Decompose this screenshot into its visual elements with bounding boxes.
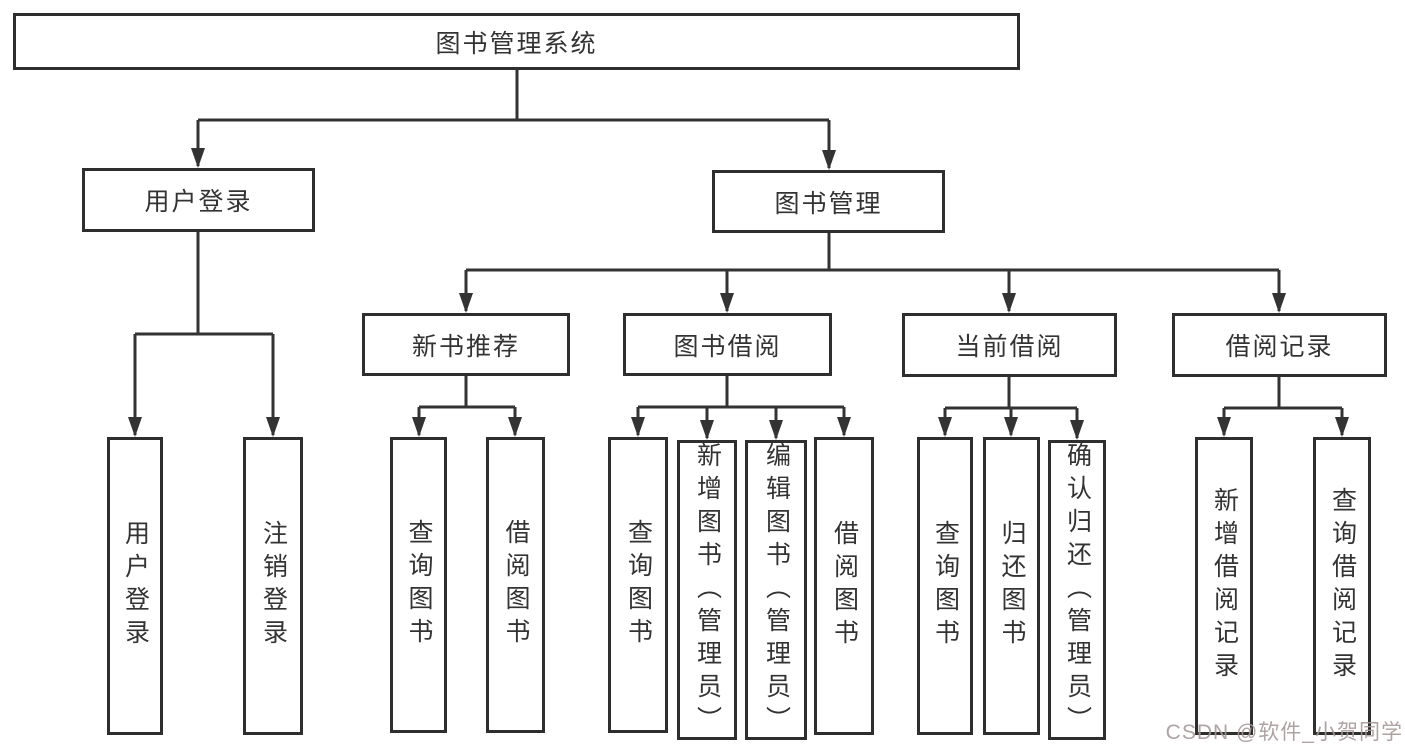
leaf-confirm-return-admin: 确认归还（管理员） [1048,440,1106,740]
leaf-borrow-books: 借阅图书 [814,437,874,735]
node-label: 查询借阅记录 [1328,487,1357,685]
leaf-query-books: 查询图书 [608,437,668,733]
node-label: 注销登录 [259,520,288,652]
leaf-query-books: 查询图书 [390,437,447,733]
node-label: 借阅图书 [502,519,530,651]
node-label: 图书管理 [774,189,883,218]
node-label: 用户登录 [144,188,253,216]
node-label: 用户登录 [121,520,150,652]
node-library-management-system: 图书管理系统 [13,13,1020,70]
node-label: 借阅记录 [1225,333,1334,361]
node-label: 查询图书 [405,519,433,651]
node-book-borrowing: 图书借阅 [623,313,832,376]
node-label: 图书管理系统 [435,29,598,58]
node-label: 确认归还（管理员） [1063,441,1092,739]
leaf-add-books-admin: 新增图书（管理员） [677,440,737,740]
node-label: 借阅图书 [830,520,859,652]
node-label: 图书借阅 [673,332,782,361]
leaf-edit-books-admin: 编辑图书（管理员） [745,440,807,740]
node-label: 当前借阅 [955,333,1064,361]
leaf-user-login: 用户登录 [107,437,163,735]
node-label: 归还图书 [998,520,1026,652]
node-label: 新书推荐 [411,332,520,361]
node-user-login: 用户登录 [82,168,315,232]
leaf-return-books: 归还图书 [983,437,1040,735]
node-label: 新增图书（管理员） [693,441,722,739]
node-label: 查询图书 [931,520,960,652]
node-borrowing-records: 借阅记录 [1172,313,1387,377]
leaf-borrow-books: 借阅图书 [486,437,545,733]
leaf-query-borrow-record: 查询借阅记录 [1313,437,1371,735]
leaf-logout: 注销登录 [243,437,303,735]
node-label: 新增借阅记录 [1210,487,1239,685]
node-current-borrowing: 当前借阅 [902,313,1117,377]
node-label: 编辑图书（管理员） [762,441,791,739]
leaf-query-books: 查询图书 [917,437,973,735]
node-book-management: 图书管理 [712,170,945,233]
node-new-book-recommendation: 新书推荐 [362,313,570,376]
leaf-add-borrow-record: 新增借阅记录 [1195,437,1253,735]
node-label: 查询图书 [624,519,653,651]
